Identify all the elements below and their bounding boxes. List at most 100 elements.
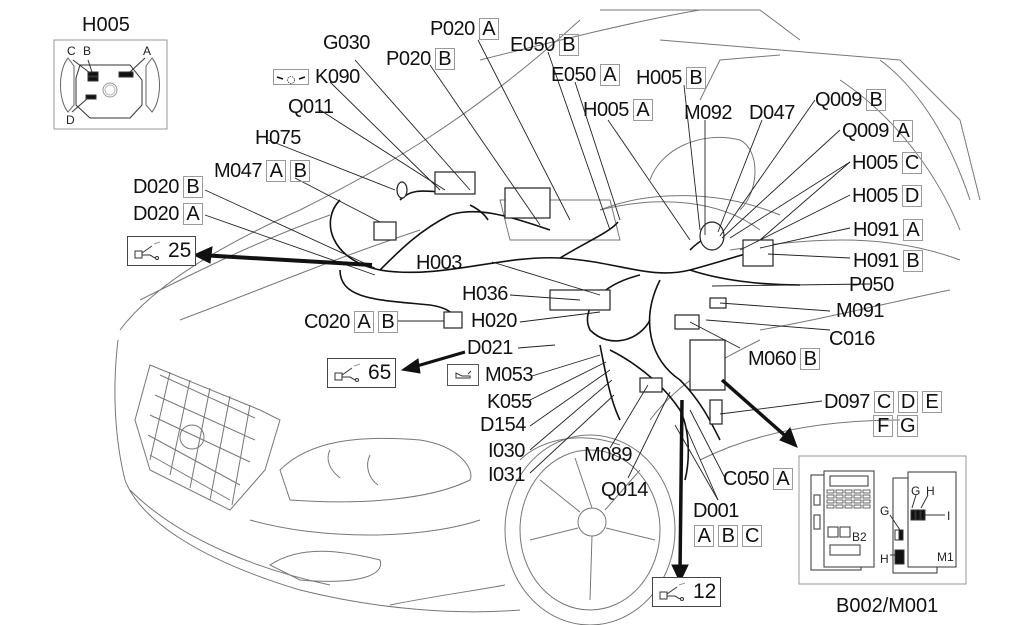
label-i030[interactable]: I030 bbox=[488, 440, 525, 462]
label-d021[interactable]: D021 bbox=[467, 337, 513, 359]
label-id: M047 bbox=[214, 160, 263, 182]
label-suffix: G bbox=[897, 415, 919, 437]
wiring-harness bbox=[329, 190, 801, 481]
label-id: C016 bbox=[829, 328, 875, 350]
fuse-pin-i-right: I bbox=[947, 509, 951, 523]
label-m092[interactable]: M092 bbox=[684, 102, 733, 124]
label-id: H005 bbox=[852, 185, 898, 207]
label-id: E050 bbox=[510, 34, 555, 56]
label-id: M091 bbox=[836, 300, 885, 322]
label-id: C050 bbox=[723, 468, 769, 490]
label-suffix: A bbox=[478, 18, 499, 40]
label-suffix: A bbox=[902, 219, 923, 241]
label-id: Q011 bbox=[288, 96, 334, 118]
label-id: H020 bbox=[471, 310, 517, 332]
label-m053[interactable]: M053 bbox=[447, 364, 534, 386]
label-suffix: A bbox=[353, 311, 374, 333]
label-suffix: A bbox=[694, 525, 714, 547]
label-k055[interactable]: K055 bbox=[487, 391, 532, 413]
label-suffix: B bbox=[558, 34, 579, 56]
label-id: H091 bbox=[853, 219, 899, 241]
label-m091[interactable]: M091 bbox=[836, 300, 885, 322]
label-suffix: A bbox=[892, 120, 913, 142]
label-id: P020 bbox=[430, 18, 475, 40]
label-id: M089 bbox=[584, 444, 633, 466]
label-id: D020 bbox=[133, 203, 179, 225]
label-id: D097 bbox=[824, 391, 870, 413]
h005-pin-d: D bbox=[66, 113, 75, 127]
label-id: I030 bbox=[488, 440, 525, 462]
label-suffix: B bbox=[290, 160, 311, 182]
label-q014[interactable]: Q014 bbox=[601, 479, 648, 501]
label-id: H005 bbox=[583, 99, 629, 121]
label-h036[interactable]: H036 bbox=[462, 283, 508, 305]
reference-number: 25 bbox=[168, 239, 192, 262]
label-suffix: A bbox=[772, 468, 793, 490]
label-id: H005 bbox=[852, 152, 898, 174]
ground-reference-65[interactable]: 65 bbox=[327, 358, 397, 388]
label-id: Q009 bbox=[815, 89, 862, 111]
label-g030[interactable]: G030 bbox=[323, 32, 370, 54]
fuse-m1-label: M1 bbox=[937, 550, 954, 564]
fuse-pin-g-left: G bbox=[880, 504, 890, 518]
label-suffix: C bbox=[873, 391, 894, 413]
label-id: D021 bbox=[467, 337, 513, 359]
components bbox=[373, 171, 774, 425]
label-id: P020 bbox=[386, 48, 431, 70]
ground-connector-icon bbox=[132, 240, 164, 262]
ground-reference-12[interactable]: 12 bbox=[652, 577, 722, 607]
label-suffix: F bbox=[873, 415, 893, 437]
label-suffix: E bbox=[921, 391, 942, 413]
ground-connector-icon bbox=[657, 581, 689, 603]
h005-pin-c: C bbox=[67, 44, 76, 58]
label-i031[interactable]: I031 bbox=[488, 464, 525, 486]
fuse-b2-label: B2 bbox=[852, 530, 867, 544]
h005-inset-title: H005 bbox=[82, 14, 130, 36]
label-h003[interactable]: H003 bbox=[416, 252, 462, 274]
label-suffix: D bbox=[901, 185, 922, 207]
label-c016[interactable]: C016 bbox=[829, 328, 875, 350]
h005-pin-b: B bbox=[83, 44, 92, 58]
label-suffix: B bbox=[182, 176, 203, 198]
hood-open-icon bbox=[447, 364, 479, 386]
label-q011[interactable]: Q011 bbox=[288, 96, 334, 118]
label-d154[interactable]: D154 bbox=[480, 414, 526, 436]
label-id: G030 bbox=[323, 32, 370, 54]
label-h075[interactable]: H075 bbox=[255, 127, 301, 149]
label-id: C020 bbox=[304, 311, 350, 333]
label-h020[interactable]: H020 bbox=[471, 310, 517, 332]
ground-reference-25[interactable]: 25 bbox=[127, 236, 197, 266]
label-id: H091 bbox=[853, 250, 899, 272]
label-k090[interactable]: K090 bbox=[273, 66, 360, 88]
label-suffix: A bbox=[599, 64, 620, 86]
label-id: P050 bbox=[849, 274, 894, 296]
label-suffix: B bbox=[902, 250, 923, 272]
label-d047[interactable]: D047 bbox=[749, 102, 795, 124]
label-p050[interactable]: P050 bbox=[849, 274, 894, 296]
label-id: M053 bbox=[485, 364, 534, 386]
label-m089[interactable]: M089 bbox=[584, 444, 633, 466]
label-suffix: B bbox=[685, 67, 706, 89]
label-d001[interactable]: D001 bbox=[693, 500, 739, 522]
